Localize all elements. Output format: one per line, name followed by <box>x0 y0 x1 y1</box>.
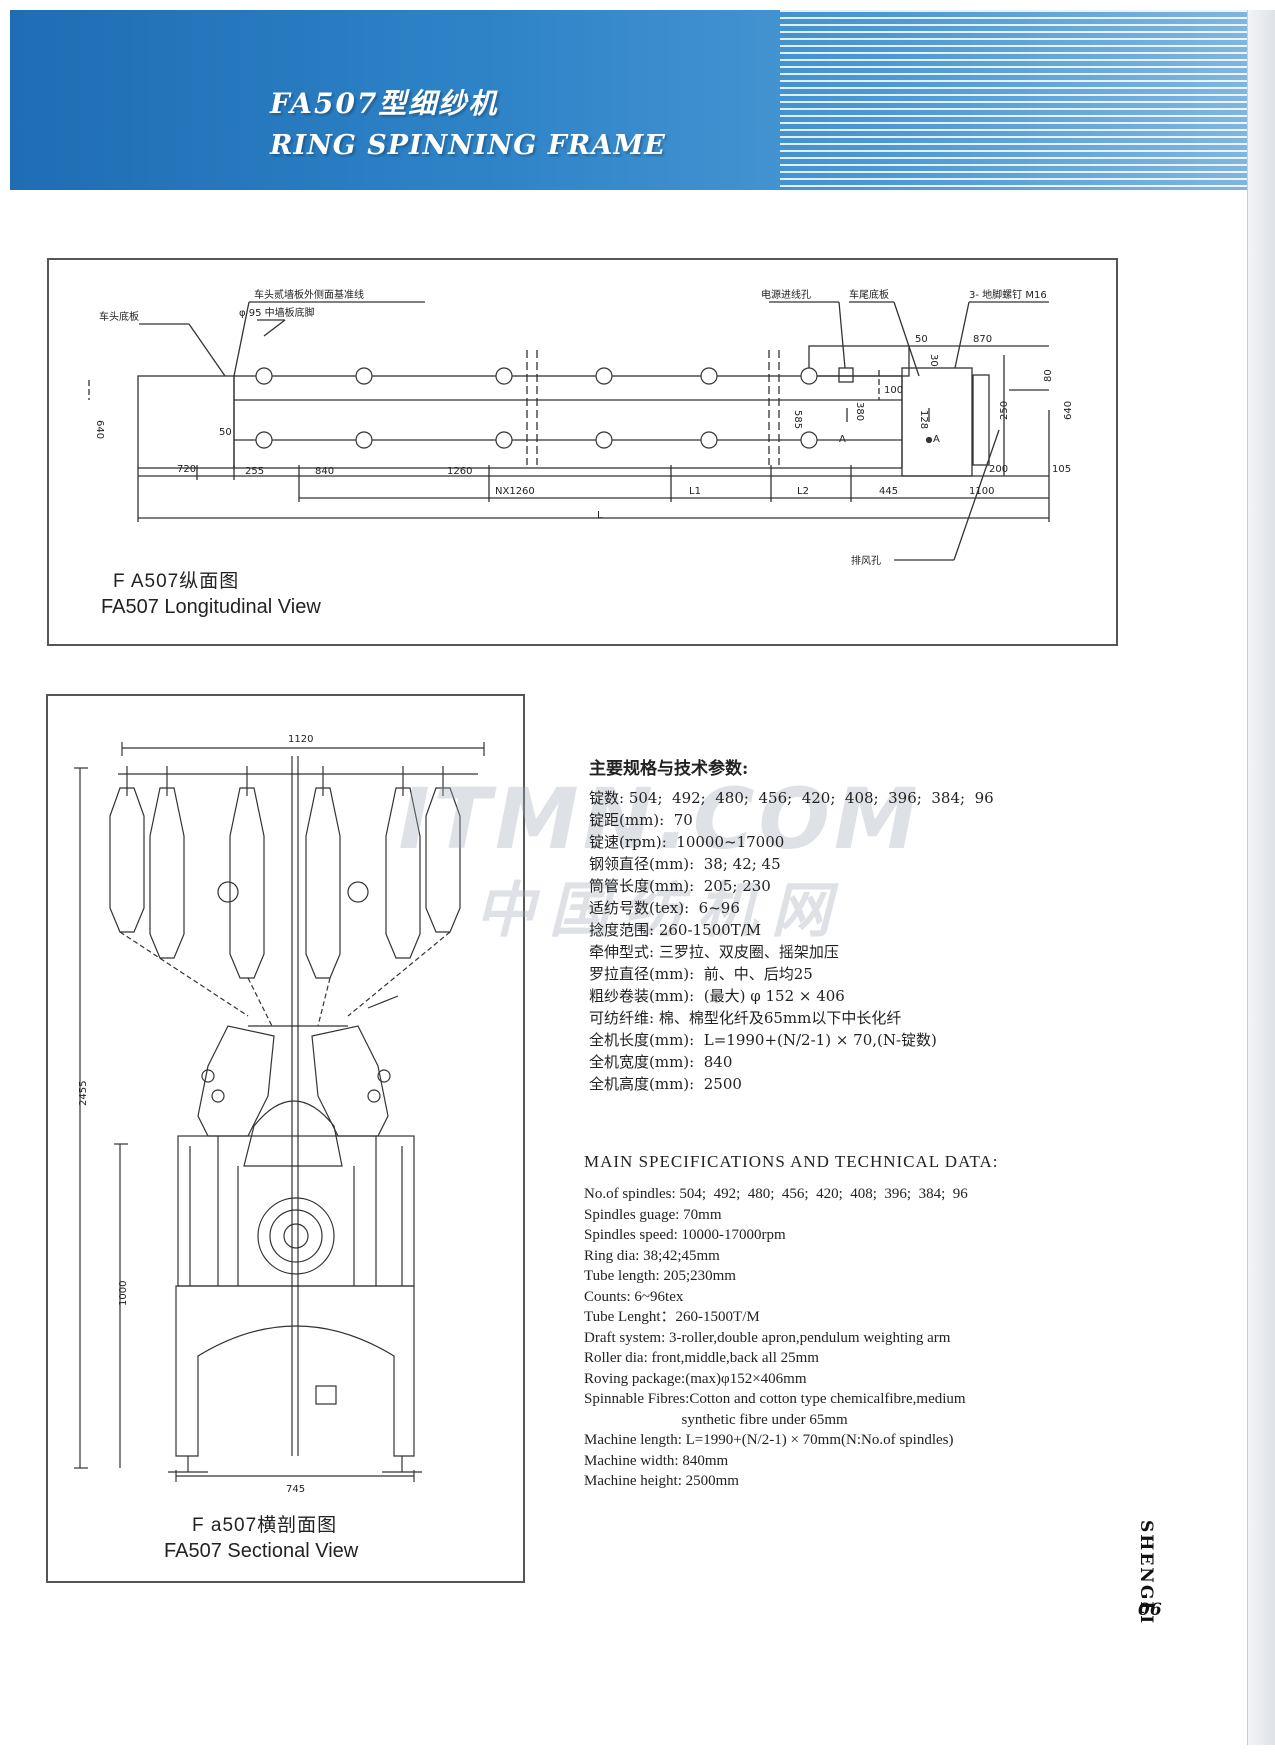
dim-720: 720 <box>177 464 196 475</box>
spec-row-cn: 锭数: 504; 492; 480; 456; 420; 408; 396; 3… <box>589 789 994 807</box>
dim-640-left: 640 <box>94 420 105 439</box>
dim-height-total: 2455 <box>78 1081 89 1106</box>
spec-row-en: Tube length: 205;230mm <box>584 1268 736 1284</box>
spec-row-en: Draft system: 3-roller,double apron,pend… <box>584 1329 951 1346</box>
specs-en-list: No.of spindles: 504; 492; 480; 456; 420;… <box>584 1184 1124 1492</box>
label-power-inlet: 电源进线孔 <box>761 288 811 301</box>
dim-105: 105 <box>1052 464 1071 475</box>
spec-row-cn: 粗纱卷装(mm): (最大) φ 152 × 406 <box>589 987 845 1005</box>
spec-row-cn: 筒管长度(mm): 205; 230 <box>589 877 771 895</box>
dim-height-lower: 1000 <box>118 1281 129 1306</box>
spec-row-cn: 适纺号数(tex): 6~96 <box>589 899 740 917</box>
spec-row-en: Machine height: 2500mm <box>584 1473 739 1489</box>
sectional-drawing: 1120 2455 1000 745 <box>74 734 485 1495</box>
dim-l1: L1 <box>689 486 701 497</box>
spec-row-en: Machine length: L=1990+(N/2-1) × 70mm(N:… <box>584 1432 954 1448</box>
dim-l2: L2 <box>797 486 809 497</box>
dim-100: 100 <box>884 385 903 396</box>
dim-50: 50 <box>219 427 232 438</box>
dim-255: 255 <box>245 466 264 477</box>
label-anchor: 3- 地脚螺钉 M16 <box>969 288 1047 301</box>
specs-en-heading: MAIN SPECIFICATIONS AND TECHNICAL DATA: <box>584 1152 999 1171</box>
dim-200: 200 <box>989 464 1008 475</box>
specs-en: MAIN SPECIFICATIONS AND TECHNICAL DATA: … <box>584 1152 1124 1492</box>
dim-30: 30 <box>928 354 939 367</box>
dim-l: L <box>597 510 603 521</box>
dim-1260: 1260 <box>447 466 472 477</box>
longitudinal-drawing: 车头底板 车头贰墙板外侧面基准线 φ 95 中墙板底脚 电源进线孔 车尾底板 3… <box>88 288 1074 567</box>
spec-row-en: Spindles speed: 10000-17000rpm <box>584 1227 786 1243</box>
label-foot: φ 95 中墙板底脚 <box>239 306 315 319</box>
spec-row-en: Machine width: 840mm <box>584 1452 729 1469</box>
dim-445: 445 <box>879 486 898 497</box>
longitudinal-caption-en: FA507 Longitudinal View <box>101 596 321 618</box>
spec-row-en: Counts: 6~96tex <box>584 1288 684 1305</box>
dim-585: 585 <box>792 410 803 429</box>
dim-840: 840 <box>315 466 334 477</box>
label-exhaust: 排风孔 <box>851 554 881 567</box>
title-cn: FA507型细纱机 <box>270 87 499 120</box>
label-head-base: 车头底板 <box>99 310 139 323</box>
dim-250: 250 <box>999 401 1010 420</box>
label-wall-ref: 车头贰墙板外侧面基准线 <box>254 288 364 301</box>
spec-row-cn: 全机高度(mm): 2500 <box>589 1075 742 1093</box>
page-title: FA507型细纱机 RING SPINNING FRAME <box>270 82 666 161</box>
label-tail-base: 车尾底板 <box>849 288 889 301</box>
spec-row-cn: 锭速(rpm): 10000~17000 <box>589 833 785 851</box>
spec-row-en: Spindles guage: 70mm <box>584 1206 722 1223</box>
page-edge <box>1247 10 1275 1745</box>
longitudinal-view-frame: 车头底板 车头贰墙板外侧面基准线 φ 95 中墙板底脚 电源进线孔 车尾底板 3… <box>47 258 1118 646</box>
specs-cn-heading: 主要规格与技术参数: <box>589 759 749 779</box>
brand-name: SHENGLI <box>1136 1520 1156 1626</box>
spec-row-cn: 全机宽度(mm): 840 <box>589 1053 733 1071</box>
spec-row-cn: 罗拉直径(mm): 前、中、后均25 <box>589 965 813 983</box>
dim-width-top: 1120 <box>288 734 313 745</box>
section-mark-a-left: A <box>839 434 846 445</box>
spec-row-cn: 锭距(mm): 70 <box>589 811 693 829</box>
spec-row-cn: 全机长度(mm): L=1990+(N/2-1) × 70,(N-锭数) <box>589 1031 937 1049</box>
spec-row-cn: 钢领直径(mm): 38; 42; 45 <box>589 855 781 873</box>
sectional-caption-en: FA507 Sectional View <box>164 1540 359 1562</box>
spec-row-cn: 可纺纤维: 棉、棉型化纤及65mm以下中长化纤 <box>589 1009 902 1027</box>
spec-row-cn: 牵伸型式: 三罗拉、双皮圈、摇架加压 <box>589 943 839 961</box>
section-mark-a-right: A <box>933 434 940 445</box>
spec-row-en: Ring dia: 38;42;45mm <box>584 1247 720 1264</box>
spec-row-en: synthetic fibre under 65mm <box>584 1411 848 1428</box>
spec-row-en: Tube Lenght：260-1500T/M <box>584 1309 760 1325</box>
dim-1100: 1100 <box>969 486 994 497</box>
dim-50b: 50 <box>915 334 928 345</box>
spec-row-en: No.of spindles: 504; 492; 480; 456; 420;… <box>584 1186 968 1202</box>
sectional-caption-cn: F a507横剖面图 <box>192 1515 338 1536</box>
spec-row-en: Roller dia: front,middle,back all 25mm <box>584 1350 819 1366</box>
page-number: 06 <box>1138 1600 1162 1620</box>
sectional-view-frame: 1120 2455 1000 745 F a507横剖面图 FA507 Sect… <box>46 694 525 1583</box>
specs-cn: 主要规格与技术参数: 锭数: 504; 492; 480; 456; 420; … <box>589 754 1109 1095</box>
dim-380: 380 <box>854 402 865 421</box>
dim-n1260: NX1260 <box>495 486 535 497</box>
dim-width-base: 745 <box>286 1484 305 1495</box>
title-en: RING SPINNING FRAME <box>270 130 666 161</box>
header-stripes <box>780 10 1250 190</box>
specs-cn-list: 锭数: 504; 492; 480; 456; 420; 408; 396; 3… <box>589 787 1109 1095</box>
longitudinal-caption-cn: F A507纵面图 <box>113 571 240 592</box>
dim-128: 128 <box>918 410 929 429</box>
header-band: FA507型细纱机 RING SPINNING FRAME <box>10 10 1250 190</box>
dim-640-right: 640 <box>1063 401 1074 420</box>
dim-870: 870 <box>973 334 992 345</box>
dim-80: 80 <box>1043 369 1054 382</box>
spec-row-cn: 捻度范围: 260-1500T/M <box>589 921 762 939</box>
spec-row-en: Spinnable Fibres:Cotton and cotton type … <box>584 1391 966 1407</box>
spec-row-en: Roving package:(max)φ152×406mm <box>584 1370 807 1387</box>
